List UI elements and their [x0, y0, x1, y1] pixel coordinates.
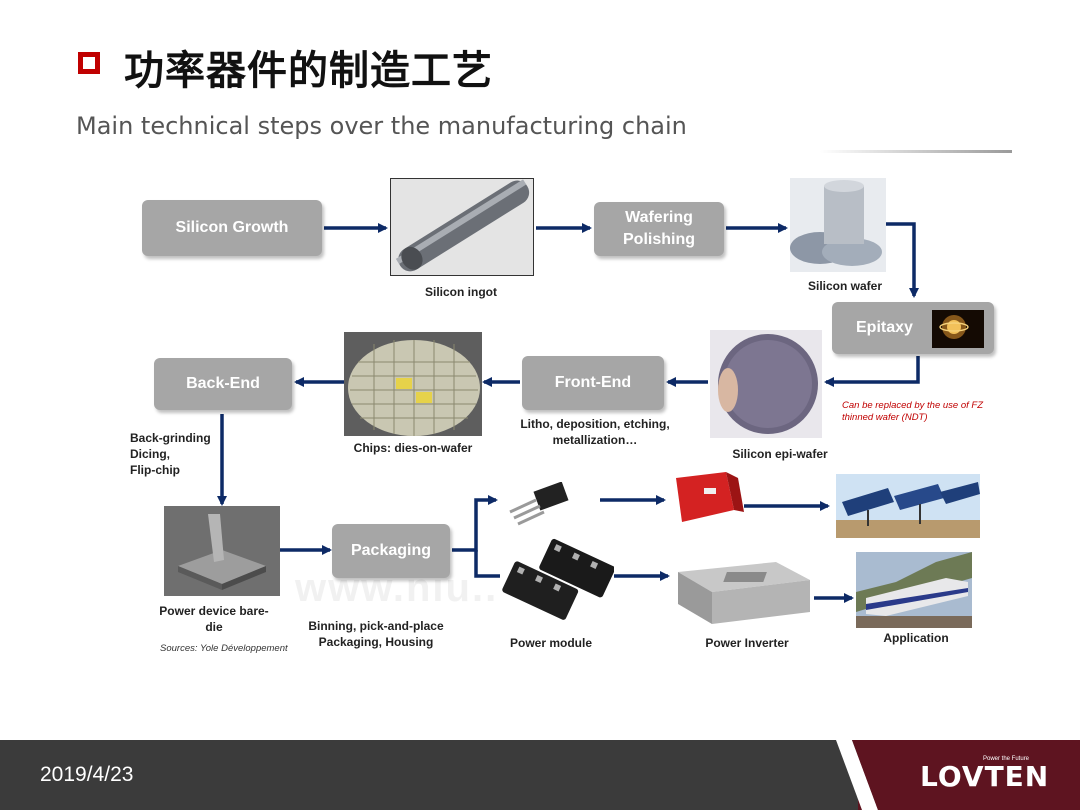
title-square-icon: [78, 52, 100, 74]
arrow-epitaxy-to-epiwafer: [824, 356, 920, 387]
arrow-packaging-to-module: [474, 550, 500, 578]
caption-application: Application: [883, 631, 949, 645]
caption-silicon-ingot: Silicon ingot: [425, 285, 497, 299]
caption-bare-die-line1: Power device bare-: [159, 604, 269, 618]
step-silicon-growth: Silicon Growth: [142, 200, 322, 256]
caption-back-end-line1: Back-grinding: [130, 431, 211, 445]
caption-front-end-line2: metallization…: [552, 433, 638, 447]
power-module-image: [500, 538, 614, 628]
caption-silicon-epi-wafer: Silicon epi-wafer: [732, 447, 828, 461]
caption-front-end: Litho, deposition, etching, metallizatio…: [510, 416, 680, 448]
caption-bare-die-line2: die: [205, 620, 223, 634]
note-fz-line2: thinned wafer (NDT): [842, 412, 928, 423]
caption-back-end-line2: Dicing,: [130, 447, 171, 461]
footer-slash-icon: [836, 740, 896, 810]
caption-power-module: Power module: [509, 636, 592, 650]
footer-slogan: Power the Future: [983, 756, 1030, 762]
footer-date: 2019/4/23: [40, 763, 134, 786]
header-divider: [820, 150, 1012, 153]
solar-inverter-image: [668, 470, 744, 526]
footer-logo: LOVTEN: [920, 760, 1050, 793]
step-packaging: Packaging: [332, 524, 450, 578]
discrete-transistor-image: [508, 482, 570, 526]
silicon-ingot-image: [390, 178, 534, 276]
page-subtitle: Main technical steps over the manufactur…: [76, 112, 687, 140]
high-speed-train-image: [856, 552, 972, 628]
arrow-packaging-to-discrete: [452, 495, 498, 552]
caption-front-end-line1: Litho, deposition, etching,: [520, 417, 670, 431]
silicon-epi-wafer-image: [710, 330, 822, 438]
caption-bare-die: Power device bare- die: [146, 603, 282, 635]
caption-packaging-line1: Binning, pick-and-place: [308, 619, 444, 633]
solar-farm-image: [836, 474, 980, 538]
note-fz-wafer: Can be replaced by the use of FZ thinned…: [842, 400, 983, 424]
power-device-bare-die-image: [164, 506, 280, 596]
caption-power-inverter: Power Inverter: [705, 636, 789, 650]
page-title: 功率器件的制造工艺: [124, 48, 493, 94]
step-wafering-label: Wafering: [625, 209, 693, 226]
power-inverter-image: [672, 558, 814, 628]
step-polishing-label: Polishing: [623, 231, 695, 248]
step-back-end: Back-End: [154, 358, 292, 410]
caption-silicon-wafer: Silicon wafer: [807, 279, 883, 293]
caption-packaging-line2: Packaging, Housing: [318, 635, 434, 649]
step-front-end: Front-End: [522, 356, 664, 410]
caption-back-end-line3: Flip-chip: [130, 463, 180, 477]
flow-arrows: [217, 222, 920, 603]
epitaxy-reactor-image: [932, 310, 984, 348]
caption-chips: Chips: dies-on-wafer: [353, 441, 473, 455]
source-note: Sources: Yole Développement: [160, 643, 288, 654]
arrow-wafer-to-epitaxy: [886, 222, 919, 298]
step-epitaxy-label: Epitaxy: [856, 319, 913, 336]
silicon-wafer-image: [790, 178, 886, 272]
caption-packaging: Binning, pick-and-place Packaging, Housi…: [300, 618, 452, 650]
caption-back-end: Back-grinding Dicing, Flip-chip: [130, 430, 230, 478]
note-fz-line1: Can be replaced by the use of FZ: [842, 400, 983, 411]
step-wafering-polishing: Wafering Polishing: [594, 202, 724, 256]
chips-dies-on-wafer-image: [344, 332, 482, 436]
